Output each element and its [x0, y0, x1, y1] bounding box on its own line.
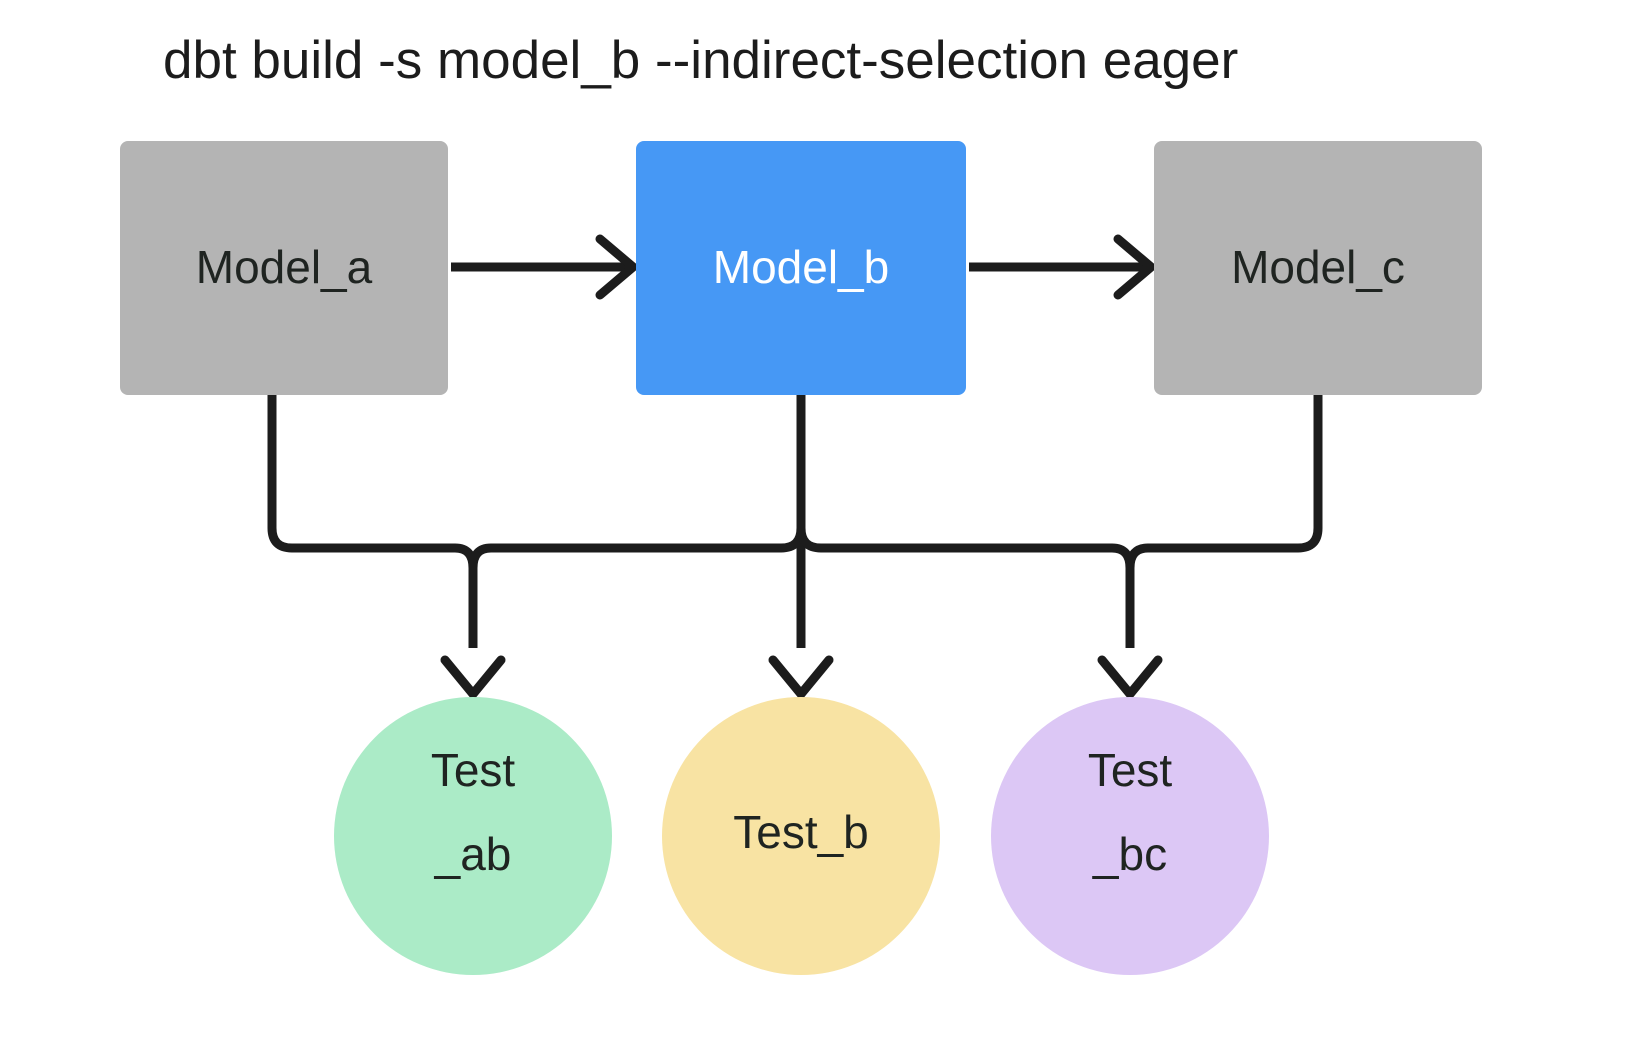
node-test-b[interactable]: Test_b — [662, 697, 940, 975]
test-bc-circle[interactable] — [991, 697, 1269, 975]
model-a-label: Model_a — [196, 241, 373, 293]
test-b-label-line1: Test_b — [733, 806, 869, 858]
node-model-b[interactable]: Model_b — [636, 141, 966, 395]
model-b-box[interactable] — [636, 141, 966, 395]
node-model-a[interactable]: Model_a — [120, 141, 448, 395]
node-test-ab[interactable]: Test _ab — [334, 697, 612, 975]
test-ab-label-line2: _ab — [434, 828, 512, 880]
edge-model-b-to-test-ab — [468, 395, 806, 569]
arrowhead-to-test-bc — [1097, 655, 1163, 702]
model-c-box[interactable] — [1154, 141, 1482, 395]
edge-layer — [267, 234, 1323, 702]
model-b-label: Model_b — [713, 241, 889, 293]
test-ab-circle[interactable] — [334, 697, 612, 975]
edge-model-c-to-test-bc — [1125, 395, 1323, 648]
test-bc-label-line1: Test — [1088, 744, 1173, 796]
arrowhead-model-b-to-model-c — [1113, 234, 1158, 300]
test-bc-label-line2: _bc — [1092, 828, 1167, 880]
node-test-bc[interactable]: Test _bc — [991, 697, 1269, 975]
node-model-c[interactable]: Model_c — [1154, 141, 1482, 395]
arrowhead-to-test-ab — [440, 655, 506, 702]
edge-model-b-to-test-bc — [796, 527, 1135, 648]
edge-model-a-to-test-ab — [267, 395, 478, 648]
test-ab-label-line1: Test — [431, 744, 516, 796]
arrowhead-model-a-to-model-b — [595, 234, 640, 300]
arrowhead-to-test-b — [768, 655, 834, 702]
model-c-label: Model_c — [1231, 241, 1405, 293]
diagram-title: dbt build -s model_b --indirect-selectio… — [163, 31, 1238, 90]
model-a-box[interactable] — [120, 141, 448, 395]
test-b-circle[interactable] — [662, 697, 940, 975]
